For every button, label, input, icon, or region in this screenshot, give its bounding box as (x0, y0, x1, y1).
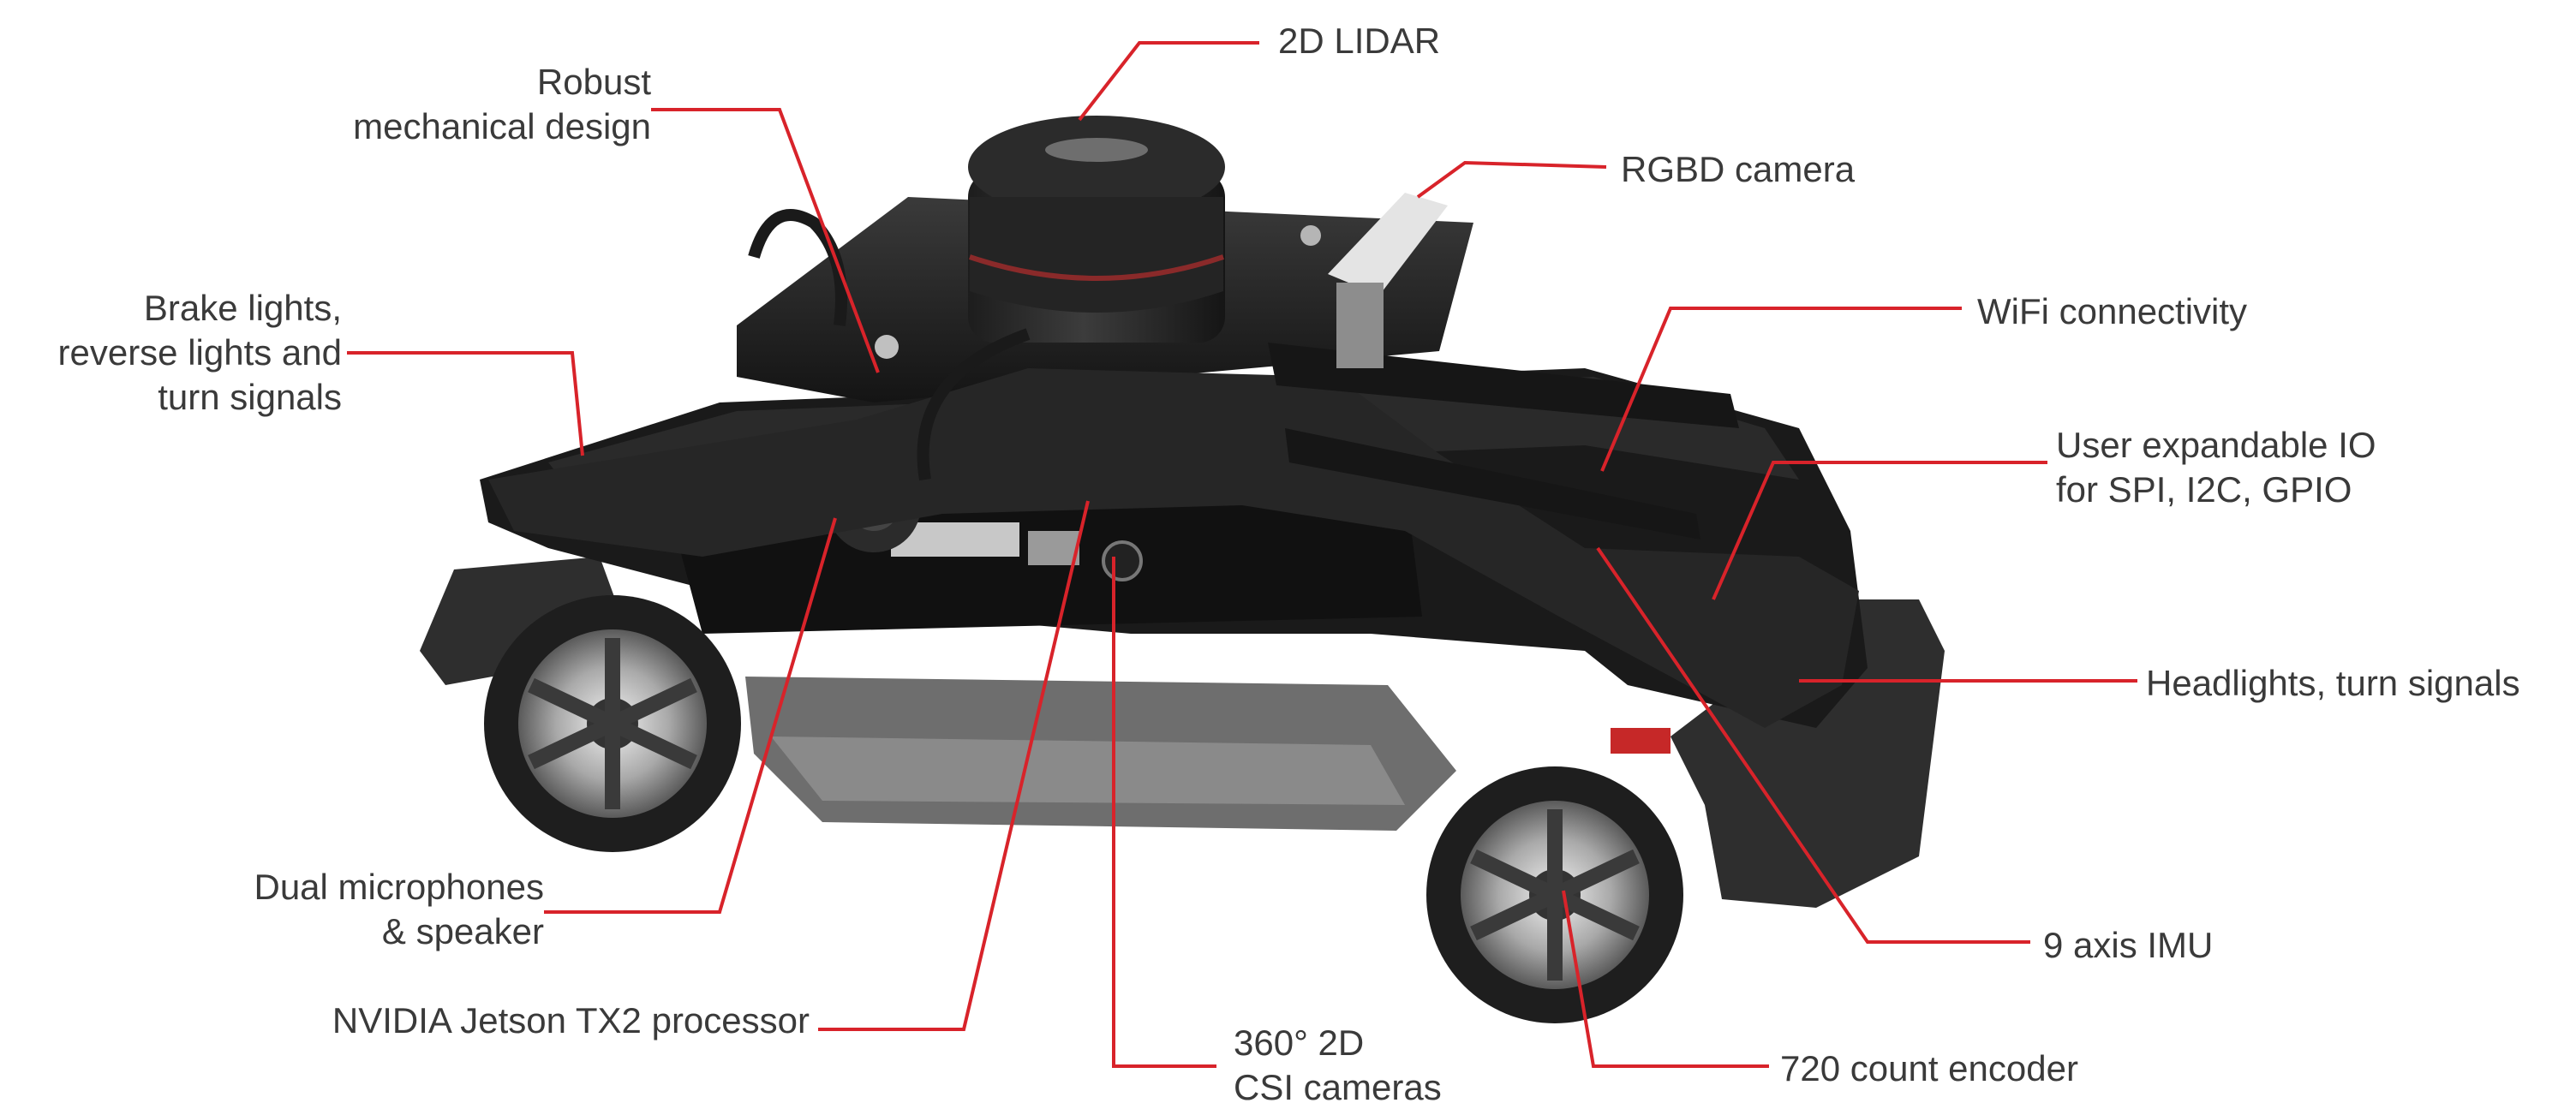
leader-jetson (818, 500, 1090, 1031)
label-line: 720 count encoder (1780, 1048, 2078, 1088)
red-suspension (1611, 728, 1671, 754)
label-line: 9 axis IMU (2043, 925, 2214, 965)
leader-wifi (1600, 307, 1962, 472)
chassis-tray (745, 677, 1456, 831)
leader-io (1712, 461, 2047, 600)
leader-mics (544, 517, 837, 914)
label-user-expandable-io: User expandable IO for SPI, I2C, GPIO (2056, 423, 2376, 512)
label-line: RGBD camera (1621, 149, 1856, 189)
side-rail (488, 368, 1859, 728)
label-line: mechanical design (353, 106, 651, 146)
label-line: reverse lights and (57, 332, 342, 373)
leader-rgbd (1416, 160, 1607, 199)
wifi-antennas (1268, 343, 1739, 540)
lidar-unit (968, 116, 1225, 343)
label-line: CSI cameras (1234, 1067, 1442, 1107)
label-2d-lidar: 2D LIDAR (1278, 19, 1440, 63)
leader-encoder (1562, 890, 1769, 1068)
label-line: Brake lights, (143, 288, 342, 328)
label-wifi-connectivity: WiFi connectivity (1977, 289, 2247, 334)
cable (748, 209, 847, 326)
label-rgbd-camera: RGBD camera (1621, 147, 1855, 192)
label-headlights-turn-signals: Headlights, turn signals (2146, 661, 2520, 706)
leader-lidar (1078, 41, 1259, 122)
label-line: 360° 2D (1234, 1023, 1365, 1063)
leader-brake (347, 351, 584, 456)
rear-wheel (484, 595, 741, 852)
cable (917, 328, 1031, 481)
leader-csi (1112, 557, 1216, 1068)
label-line: Headlights, turn signals (2146, 663, 2520, 703)
label-robust-mechanical-design: Robust mechanical design (353, 60, 651, 149)
leader-imu (1596, 546, 2030, 944)
leader-lines (347, 41, 2137, 1068)
label-line: Robust (536, 62, 651, 102)
label-csi-cameras: 360° 2D CSI cameras (1234, 1021, 1442, 1110)
label-dual-microphones: Dual microphones & speaker (254, 865, 544, 954)
label-line: for SPI, I2C, GPIO (2056, 469, 2352, 510)
label-line: WiFi connectivity (1977, 291, 2248, 331)
label-line: NVIDIA Jetson TX2 processor (332, 1000, 810, 1040)
label-nvidia-jetson: NVIDIA Jetson TX2 processor (332, 999, 810, 1043)
label-9-axis-imu: 9 axis IMU (2043, 923, 2213, 968)
front-wheel (1426, 766, 1683, 1023)
label-line: Dual microphones (254, 867, 544, 907)
label-line: User expandable IO (2056, 425, 2376, 465)
leader-mechanical (651, 108, 880, 373)
label-line: & speaker (381, 911, 544, 951)
label-line: 2D LIDAR (1278, 21, 1441, 61)
rgbd-camera (1328, 193, 1448, 368)
label-line: turn signals (158, 377, 342, 417)
label-brake-lights: Brake lights, reverse lights and turn si… (57, 286, 342, 420)
label-720-count-encoder: 720 count encoder (1780, 1046, 2078, 1091)
